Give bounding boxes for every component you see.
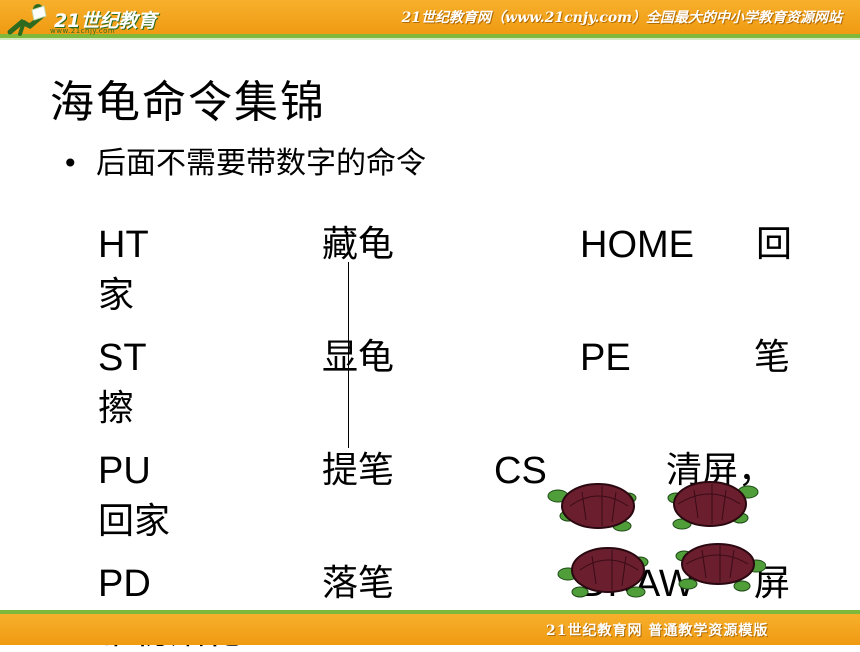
logo-url: www.21cnjy.com: [50, 27, 116, 35]
command-cs: CS: [494, 450, 547, 492]
command-st-desc: 显龟: [322, 337, 395, 378]
logo-text: 21世纪教育: [54, 10, 157, 32]
footer-bar: [0, 614, 860, 645]
command-home-desc: 回: [756, 224, 793, 265]
turtle-icon: [667, 481, 759, 530]
site-logo[interactable]: 21世纪教育 www.21cnjy.com: [4, 2, 184, 38]
command-home: HOME: [580, 224, 694, 266]
bullet-dot: •: [62, 147, 79, 180]
footer-green-stripe: [0, 610, 860, 614]
command-st: ST: [98, 337, 147, 379]
header-slogan: 21世纪教育网（www.21cnjy.com）全国最大的中小学教育资源网站: [401, 10, 842, 26]
command-ht-desc: 藏龟: [322, 224, 395, 265]
turtle-icon: [547, 483, 637, 532]
command-pd: PD: [98, 563, 151, 605]
slide-title: 海龟命令集锦: [50, 77, 326, 128]
command-pd-desc: 落笔: [322, 563, 395, 604]
command-cs-desc-wrap: 回家: [98, 501, 171, 542]
turtle-icon: [675, 543, 766, 592]
header-bar: [0, 0, 860, 34]
command-pe-desc: 笔: [754, 337, 791, 378]
command-pe: PE: [580, 337, 631, 379]
command-ht: HT: [98, 224, 149, 266]
command-home-desc-wrap: 家: [98, 275, 135, 316]
turtle-icon: [557, 547, 649, 598]
command-pu-desc: 提笔: [322, 450, 395, 491]
header-light-stripe: [0, 38, 860, 40]
footer-text: 21世纪教育网 普通教学资源模版: [546, 623, 769, 639]
header-green-stripe: [0, 34, 860, 38]
command-pe-desc-wrap: 擦: [98, 388, 135, 429]
bullet-item: • 后面不需要带数字的命令: [62, 138, 426, 182]
runner-logo-icon: [7, 4, 47, 36]
command-pu: PU: [98, 450, 151, 492]
vertical-divider-line: [348, 262, 349, 448]
bullet-text: 后面不需要带数字的命令: [96, 146, 426, 181]
